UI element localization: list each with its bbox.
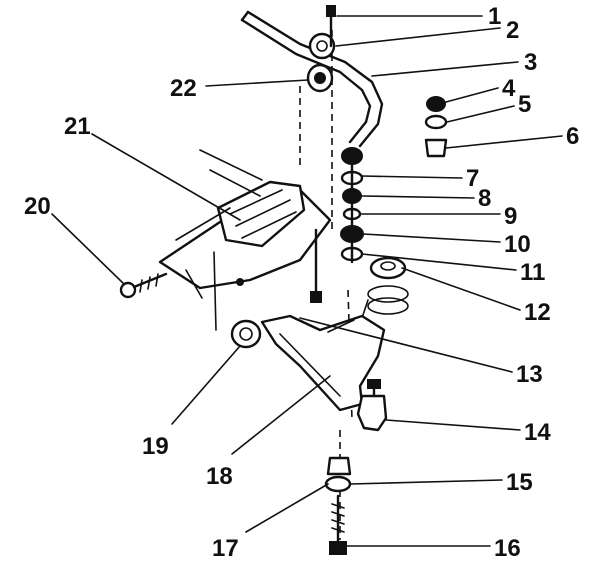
leader-6: [445, 135, 563, 149]
callout-1: 1: [488, 3, 501, 30]
bar-bushing-22: [306, 63, 334, 93]
leader-20: [51, 213, 125, 285]
leader-14: [385, 419, 521, 431]
callout-13: 13: [516, 361, 543, 388]
leader-3: [371, 61, 519, 77]
callout-20: 20: [24, 193, 51, 220]
callout-21: 21: [64, 113, 91, 140]
leader-21: [91, 133, 241, 221]
link-nut-4: [426, 96, 446, 112]
leader-13: [299, 317, 513, 373]
callout-8: 8: [478, 185, 491, 212]
callout-14: 14: [524, 419, 551, 446]
callout-9: 9: [504, 203, 517, 230]
leader-12: [401, 267, 521, 311]
callout-16: 16: [494, 535, 521, 562]
leader-17: [245, 483, 329, 533]
leader-11: [361, 253, 517, 271]
ball-joint-14: [356, 379, 388, 432]
link-bolt: [310, 228, 322, 303]
leader-10: [362, 233, 501, 243]
link-stack-7-11: [340, 147, 364, 264]
leader-5: [446, 105, 515, 123]
leader-8: [361, 195, 475, 199]
leader-19: [171, 345, 241, 425]
callout-19: 19: [142, 433, 169, 460]
callout-4: 4: [502, 75, 516, 102]
callout-22: 22: [170, 75, 197, 102]
lower-control-arm-18: [260, 314, 386, 412]
spring-insulator-12: [369, 256, 407, 280]
clamp-bolt-1: [326, 5, 336, 48]
callout-7: 7: [466, 165, 479, 192]
callout-17: 17: [212, 535, 239, 562]
leader-15: [349, 479, 503, 485]
callout-2: 2: [506, 17, 519, 44]
lower-bolt-16: [329, 494, 347, 555]
leader-22: [205, 79, 309, 87]
leader-2: [335, 27, 501, 47]
callout-11: 11: [520, 259, 545, 286]
callout-15: 15: [506, 469, 533, 496]
control-arm-bushing-19: [230, 319, 262, 349]
stabilizer-bar: [240, 10, 384, 148]
frame-crossmember: [158, 149, 332, 331]
leader-4: [445, 87, 499, 103]
callout-3: 3: [524, 49, 537, 76]
leader-18: [231, 375, 331, 455]
callout-5: 5: [518, 91, 531, 118]
callout-18: 18: [206, 463, 233, 490]
lower-washer-17: [324, 475, 352, 493]
callout-10: 10: [504, 231, 531, 258]
leader-7: [361, 175, 463, 179]
callout-12: 12: [524, 299, 551, 326]
lower-bushing-15: [326, 456, 352, 476]
bar-clamp-2: [308, 32, 336, 60]
leader-lines: [51, 15, 563, 547]
link-bushing-6: [424, 138, 448, 158]
link-washer-5: [424, 114, 448, 130]
callout-labels: 1 2 3 4 5 6 7 8 9 10 11 12 13 14 15 16 1…: [24, 3, 579, 562]
pivot-bolt-20: [119, 272, 168, 299]
callout-6: 6: [566, 123, 579, 150]
